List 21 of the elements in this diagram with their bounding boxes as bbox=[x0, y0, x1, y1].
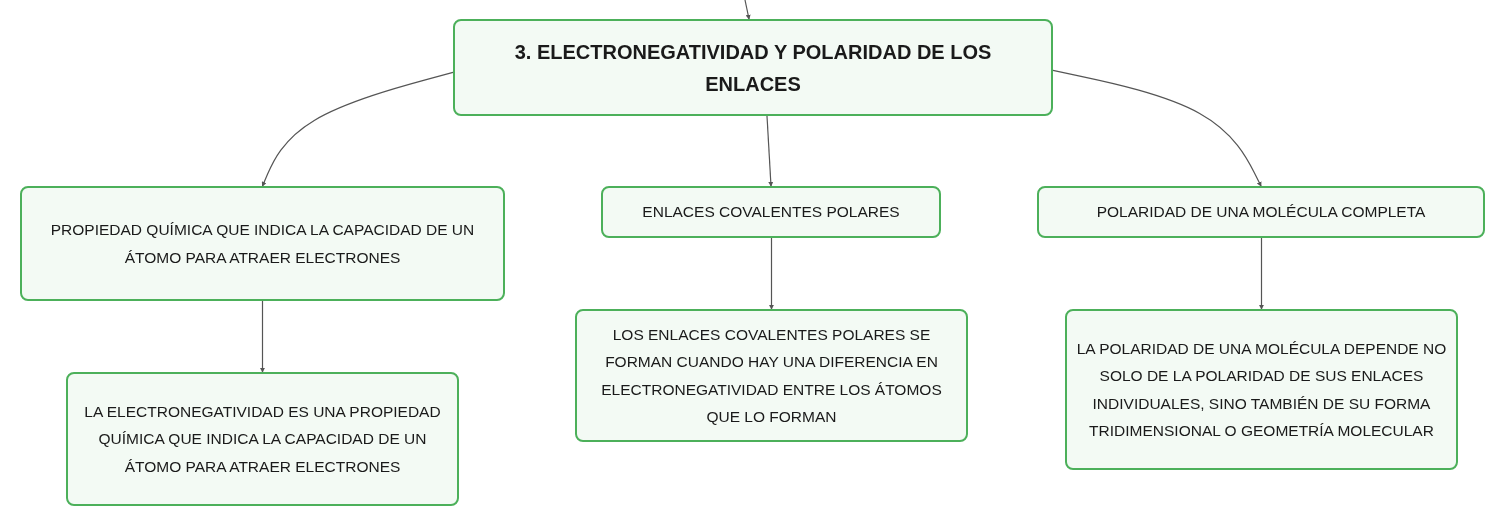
concept-text: LA ELECTRONEGATIVIDAD ES UNA PROPIEDAD QUÍMICA QUE INDICA LA CAPACIDAD DE UN ÁTOMO PARA ATRAER ELECTRONES bbox=[83, 402, 442, 477]
concept-text: ENLACES COVALENTES POLARES bbox=[642, 202, 900, 223]
concept-text: 3. ELECTRONEGATIVIDAD Y POLARIDAD DE LOS ENLACES bbox=[513, 39, 993, 97]
concept-box bbox=[601, 186, 941, 238]
arrow bbox=[744, 0, 751, 20]
concept-text: LOS ENLACES COVALENTES POLARES SE FORMAN CUANDO HAY UNA DIFERENCIA EN ELECTRONEGATIVIDAD ENTRE LOS ÁTOMOS QUE LO FORMAN bbox=[600, 325, 943, 427]
concept-text: PROPIEDAD QUÍMICA QUE INDICA LA CAPACIDAD DE UN ÁTOMO PARA ATRAER ELECTRONES bbox=[49, 220, 476, 268]
concept-box bbox=[1065, 309, 1458, 470]
arrow bbox=[766, 115, 774, 187]
concept-box bbox=[453, 19, 1053, 116]
arrow bbox=[1259, 237, 1264, 310]
concept-box bbox=[66, 372, 459, 506]
concept-text: POLARIDAD DE UNA MOLÉCULA COMPLETA bbox=[1096, 202, 1426, 223]
concept-text: LA POLARIDAD DE UNA MOLÉCULA DEPENDE NO SOLO DE LA POLARIDAD DE SUS ENLACES INDIVIDUALES, SINO TAMBIÉN DE SU FORMA TRIDIMENSIONAL O GEOMETRÍA MOLECULAR bbox=[1075, 339, 1448, 441]
arrow bbox=[261, 71, 454, 187]
arrow bbox=[769, 237, 774, 310]
concept-box bbox=[575, 309, 968, 442]
arrow bbox=[260, 300, 265, 373]
arrow bbox=[1052, 69, 1262, 187]
concept-box bbox=[20, 186, 505, 301]
concept-box bbox=[1037, 186, 1485, 238]
